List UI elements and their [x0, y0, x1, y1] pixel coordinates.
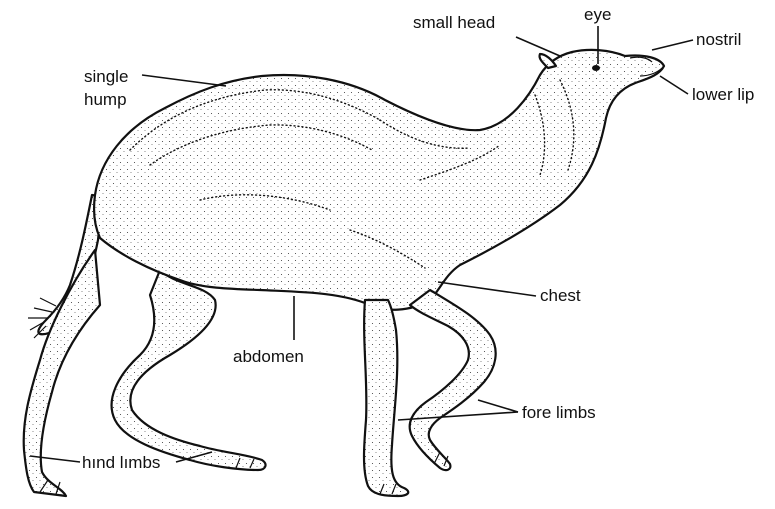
leader-lower-lip [660, 76, 688, 94]
fore-leg-standing [364, 300, 408, 496]
leader-fore-limbs-a [478, 400, 518, 412]
label-fore-limbs: fore limbs [522, 403, 596, 422]
label-single: single [84, 67, 128, 86]
body [94, 50, 664, 310]
leader-single-hump [142, 75, 226, 86]
label-eye: eye [584, 5, 611, 24]
label-abdomen: abdomen [233, 347, 304, 366]
ear [539, 54, 556, 68]
label-hump: hump [84, 90, 127, 109]
leader-chest [438, 282, 536, 296]
fore-leg-raised [410, 290, 496, 470]
label-hind-limbs: hınd lımbs [82, 453, 160, 472]
label-lower-lip: lower lip [692, 85, 754, 104]
label-chest: chest [540, 286, 581, 305]
camel-illustration [24, 50, 664, 496]
eye-dot [592, 65, 600, 71]
hind-leg-near [112, 270, 266, 470]
label-small-head: small head [413, 13, 495, 32]
label-nostril: nostril [696, 30, 741, 49]
leader-small-head [516, 37, 560, 56]
leader-nostril [652, 40, 693, 50]
